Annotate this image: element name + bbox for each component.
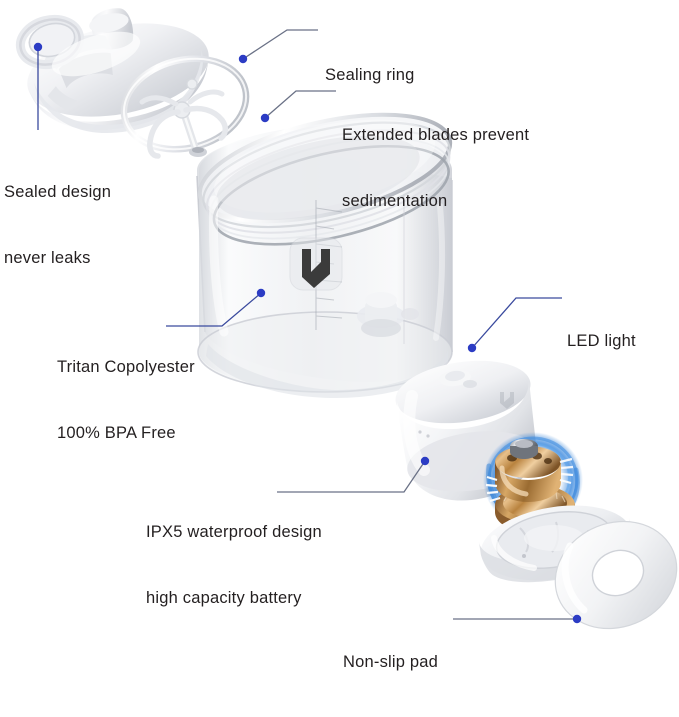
motor-fins (485, 475, 501, 503)
callout-label-led-light: LED light (567, 332, 636, 350)
base-side-mark (500, 392, 514, 409)
leader-sealing-ring (242, 29, 318, 60)
callout-label-tritan: Tritan Copolyester 100% BPA Free (57, 358, 195, 442)
dot-extended-blades (260, 113, 270, 123)
part-motor-base (395, 360, 539, 501)
part-motor-core (483, 432, 583, 540)
callout-label-sealing-ring: Sealing ring (325, 66, 415, 84)
dot-ipx5 (420, 456, 430, 466)
jar-coupler (357, 292, 419, 337)
dot-led-light (467, 343, 477, 353)
part-bottom-cover (478, 505, 632, 583)
dot-tritan (256, 288, 266, 298)
part-lid-cap (15, 8, 209, 133)
callout-label-non-slip-pad: Non-slip pad (343, 653, 439, 671)
callout-label-sealed-design: Sealed design never leaks (4, 183, 112, 267)
measurement-scale (315, 200, 343, 330)
callout-label-ipx5: IPX5 waterproof design high capacity bat… (146, 523, 322, 607)
part-non-slip-pad (554, 520, 678, 630)
product-diagram: Sealing ring Extended blades prevent sed… (4, 8, 678, 671)
brand-logo (289, 237, 343, 291)
part-sealing-ring-and-blades (120, 55, 250, 159)
callout-label-extended-blades: Extended blades prevent sedimentation (342, 126, 530, 210)
dot-non-slip-pad (572, 614, 582, 624)
dot-sealing-ring (238, 54, 248, 64)
dot-sealed-design (33, 42, 43, 52)
leader-led-light (471, 297, 562, 349)
motor-fins-right (559, 457, 574, 485)
